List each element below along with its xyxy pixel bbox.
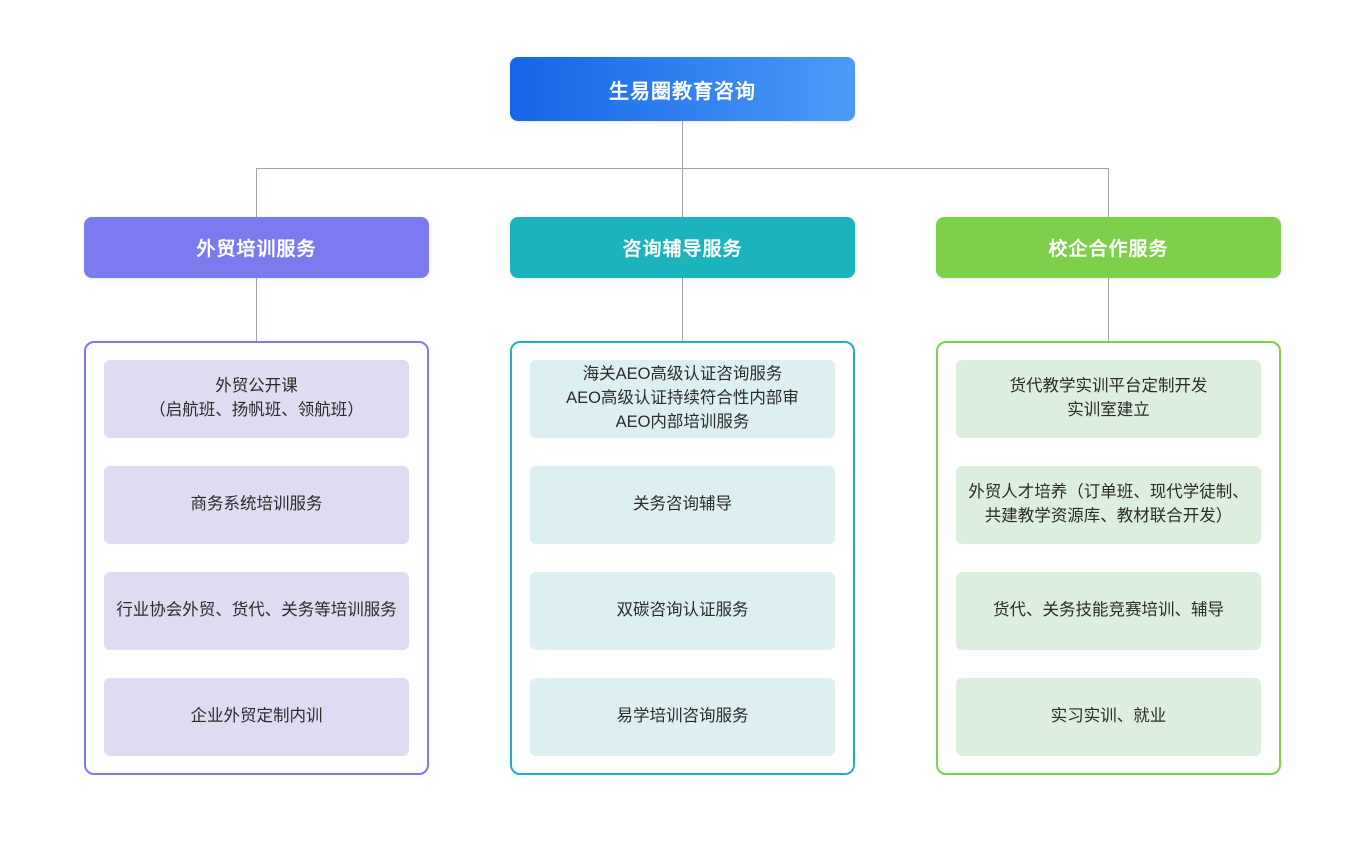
branch-body-foreign-trade-training: 外贸公开课 （启航班、扬帆班、领航班） 商务系统培训服务 行业协会外贸、货代、关… (84, 341, 429, 775)
leaf-card-text: 货代、关务技能竞赛培训、辅导 (993, 599, 1224, 623)
branch-body-consulting-coaching: 海关AEO高级认证咨询服务 AEO高级认证持续符合性内部审 AEO内部培训服务 … (510, 341, 855, 775)
leaf-card-text: 行业协会外贸、货代、关务等培训服务 (116, 599, 397, 623)
leaf-card-line: 行业协会外贸、货代、关务等培训服务 (116, 601, 397, 620)
connector-branch-1-body (256, 278, 257, 341)
leaf-card-text: 商务系统培训服务 (191, 493, 323, 517)
leaf-card-line: 货代、关务技能竞赛培训、辅导 (993, 601, 1224, 620)
leaf-card-line: 实习实训、就业 (1050, 707, 1167, 726)
leaf-card-line: 实训室建立 (1067, 401, 1150, 419)
leaf-card[interactable]: 关务咨询辅导 (530, 466, 835, 544)
leaf-card[interactable]: 商务系统培训服务 (104, 466, 409, 544)
leaf-card-text: 海关AEO高级认证咨询服务 AEO高级认证持续符合性内部审 AEO内部培训服务 (566, 363, 799, 435)
leaf-card[interactable]: 货代、关务技能竞赛培训、辅导 (956, 572, 1261, 650)
leaf-card[interactable]: 双碳咨询认证服务 (530, 572, 835, 650)
connector-branch-3-body (1108, 278, 1109, 341)
leaf-card-line: 外贸公开课 (215, 377, 298, 396)
leaf-card-line: （启航班、扬帆班、领航班） (149, 401, 364, 419)
branch-school-enterprise: 校企合作服务 货代教学实训平台定制开发 实训室建立 外贸人才培养（订单班、现代学… (936, 217, 1281, 775)
leaf-card-line: 商务系统培训服务 (190, 495, 323, 514)
leaf-card-line: 企业外贸定制内训 (190, 707, 323, 726)
branch-consulting-coaching: 咨询辅导服务 海关AEO高级认证咨询服务 AEO高级认证持续符合性内部审 AEO… (510, 217, 855, 775)
leaf-card-text: 双碳咨询认证服务 (617, 599, 749, 623)
branch-body-school-enterprise: 货代教学实训平台定制开发 实训室建立 外贸人才培养（订单班、现代学徒制、共建教学… (936, 341, 1281, 775)
leaf-card-text: 外贸人才培养（订单班、现代学徒制、共建教学资源库、教材联合开发） (966, 481, 1251, 529)
leaf-card-line: 易学培训咨询服务 (616, 707, 749, 726)
leaf-card[interactable]: 外贸公开课 （启航班、扬帆班、领航班） (104, 360, 409, 438)
branch-header-label: 咨询辅导服务 (622, 239, 743, 260)
leaf-card-line: 关务咨询辅导 (633, 495, 732, 514)
leaf-card-text: 实习实训、就业 (1051, 705, 1167, 729)
leaf-card[interactable]: 易学培训咨询服务 (530, 678, 835, 756)
leaf-card[interactable]: 外贸人才培养（订单班、现代学徒制、共建教学资源库、教材联合开发） (956, 466, 1261, 544)
branch-foreign-trade-training: 外贸培训服务 外贸公开课 （启航班、扬帆班、领航班） 商务系统培训服务 行业协会… (84, 217, 429, 775)
leaf-card-line: 海关AEO高级认证咨询服务 (582, 365, 783, 384)
connector-branch-2-drop (682, 168, 683, 217)
leaf-card-text: 关务咨询辅导 (633, 493, 732, 517)
root-node[interactable]: 生易圈教育咨询 (510, 57, 855, 121)
leaf-card-line: AEO高级认证持续符合性内部审 (566, 389, 799, 408)
leaf-card[interactable]: 海关AEO高级认证咨询服务 AEO高级认证持续符合性内部审 AEO内部培训服务 (530, 360, 835, 438)
leaf-card-line: 双碳咨询认证服务 (616, 601, 749, 620)
leaf-card-text: 易学培训咨询服务 (617, 705, 749, 729)
branch-header-school-enterprise[interactable]: 校企合作服务 (936, 217, 1281, 278)
branch-header-foreign-trade-training[interactable]: 外贸培训服务 (84, 217, 429, 278)
connector-branch-2-body (682, 278, 683, 341)
leaf-card[interactable]: 实习实训、就业 (956, 678, 1261, 756)
connector-root-stem (682, 121, 683, 168)
leaf-card-text: 外贸公开课 （启航班、扬帆班、领航班） (149, 375, 364, 423)
branch-header-consulting-coaching[interactable]: 咨询辅导服务 (510, 217, 855, 278)
leaf-card-text: 货代教学实训平台定制开发 实训室建立 (1010, 375, 1208, 423)
leaf-card-line: 货代教学实训平台定制开发 (1009, 377, 1208, 396)
branch-header-label: 外贸培训服务 (196, 239, 317, 260)
leaf-card-line: AEO内部培训服务 (615, 412, 750, 431)
leaf-card-line: 外贸人才培养（订单班、现代学徒制、共建教学资源库、教材联合开发） (968, 483, 1249, 525)
connector-branch-1-drop (256, 168, 257, 217)
leaf-card[interactable]: 行业协会外贸、货代、关务等培训服务 (104, 572, 409, 650)
root-node-label: 生易圈教育咨询 (609, 80, 756, 103)
branch-header-label: 校企合作服务 (1048, 239, 1169, 260)
leaf-card[interactable]: 货代教学实训平台定制开发 实训室建立 (956, 360, 1261, 438)
leaf-card-text: 企业外贸定制内训 (191, 705, 323, 729)
leaf-card[interactable]: 企业外贸定制内训 (104, 678, 409, 756)
connector-branch-3-drop (1108, 168, 1109, 217)
